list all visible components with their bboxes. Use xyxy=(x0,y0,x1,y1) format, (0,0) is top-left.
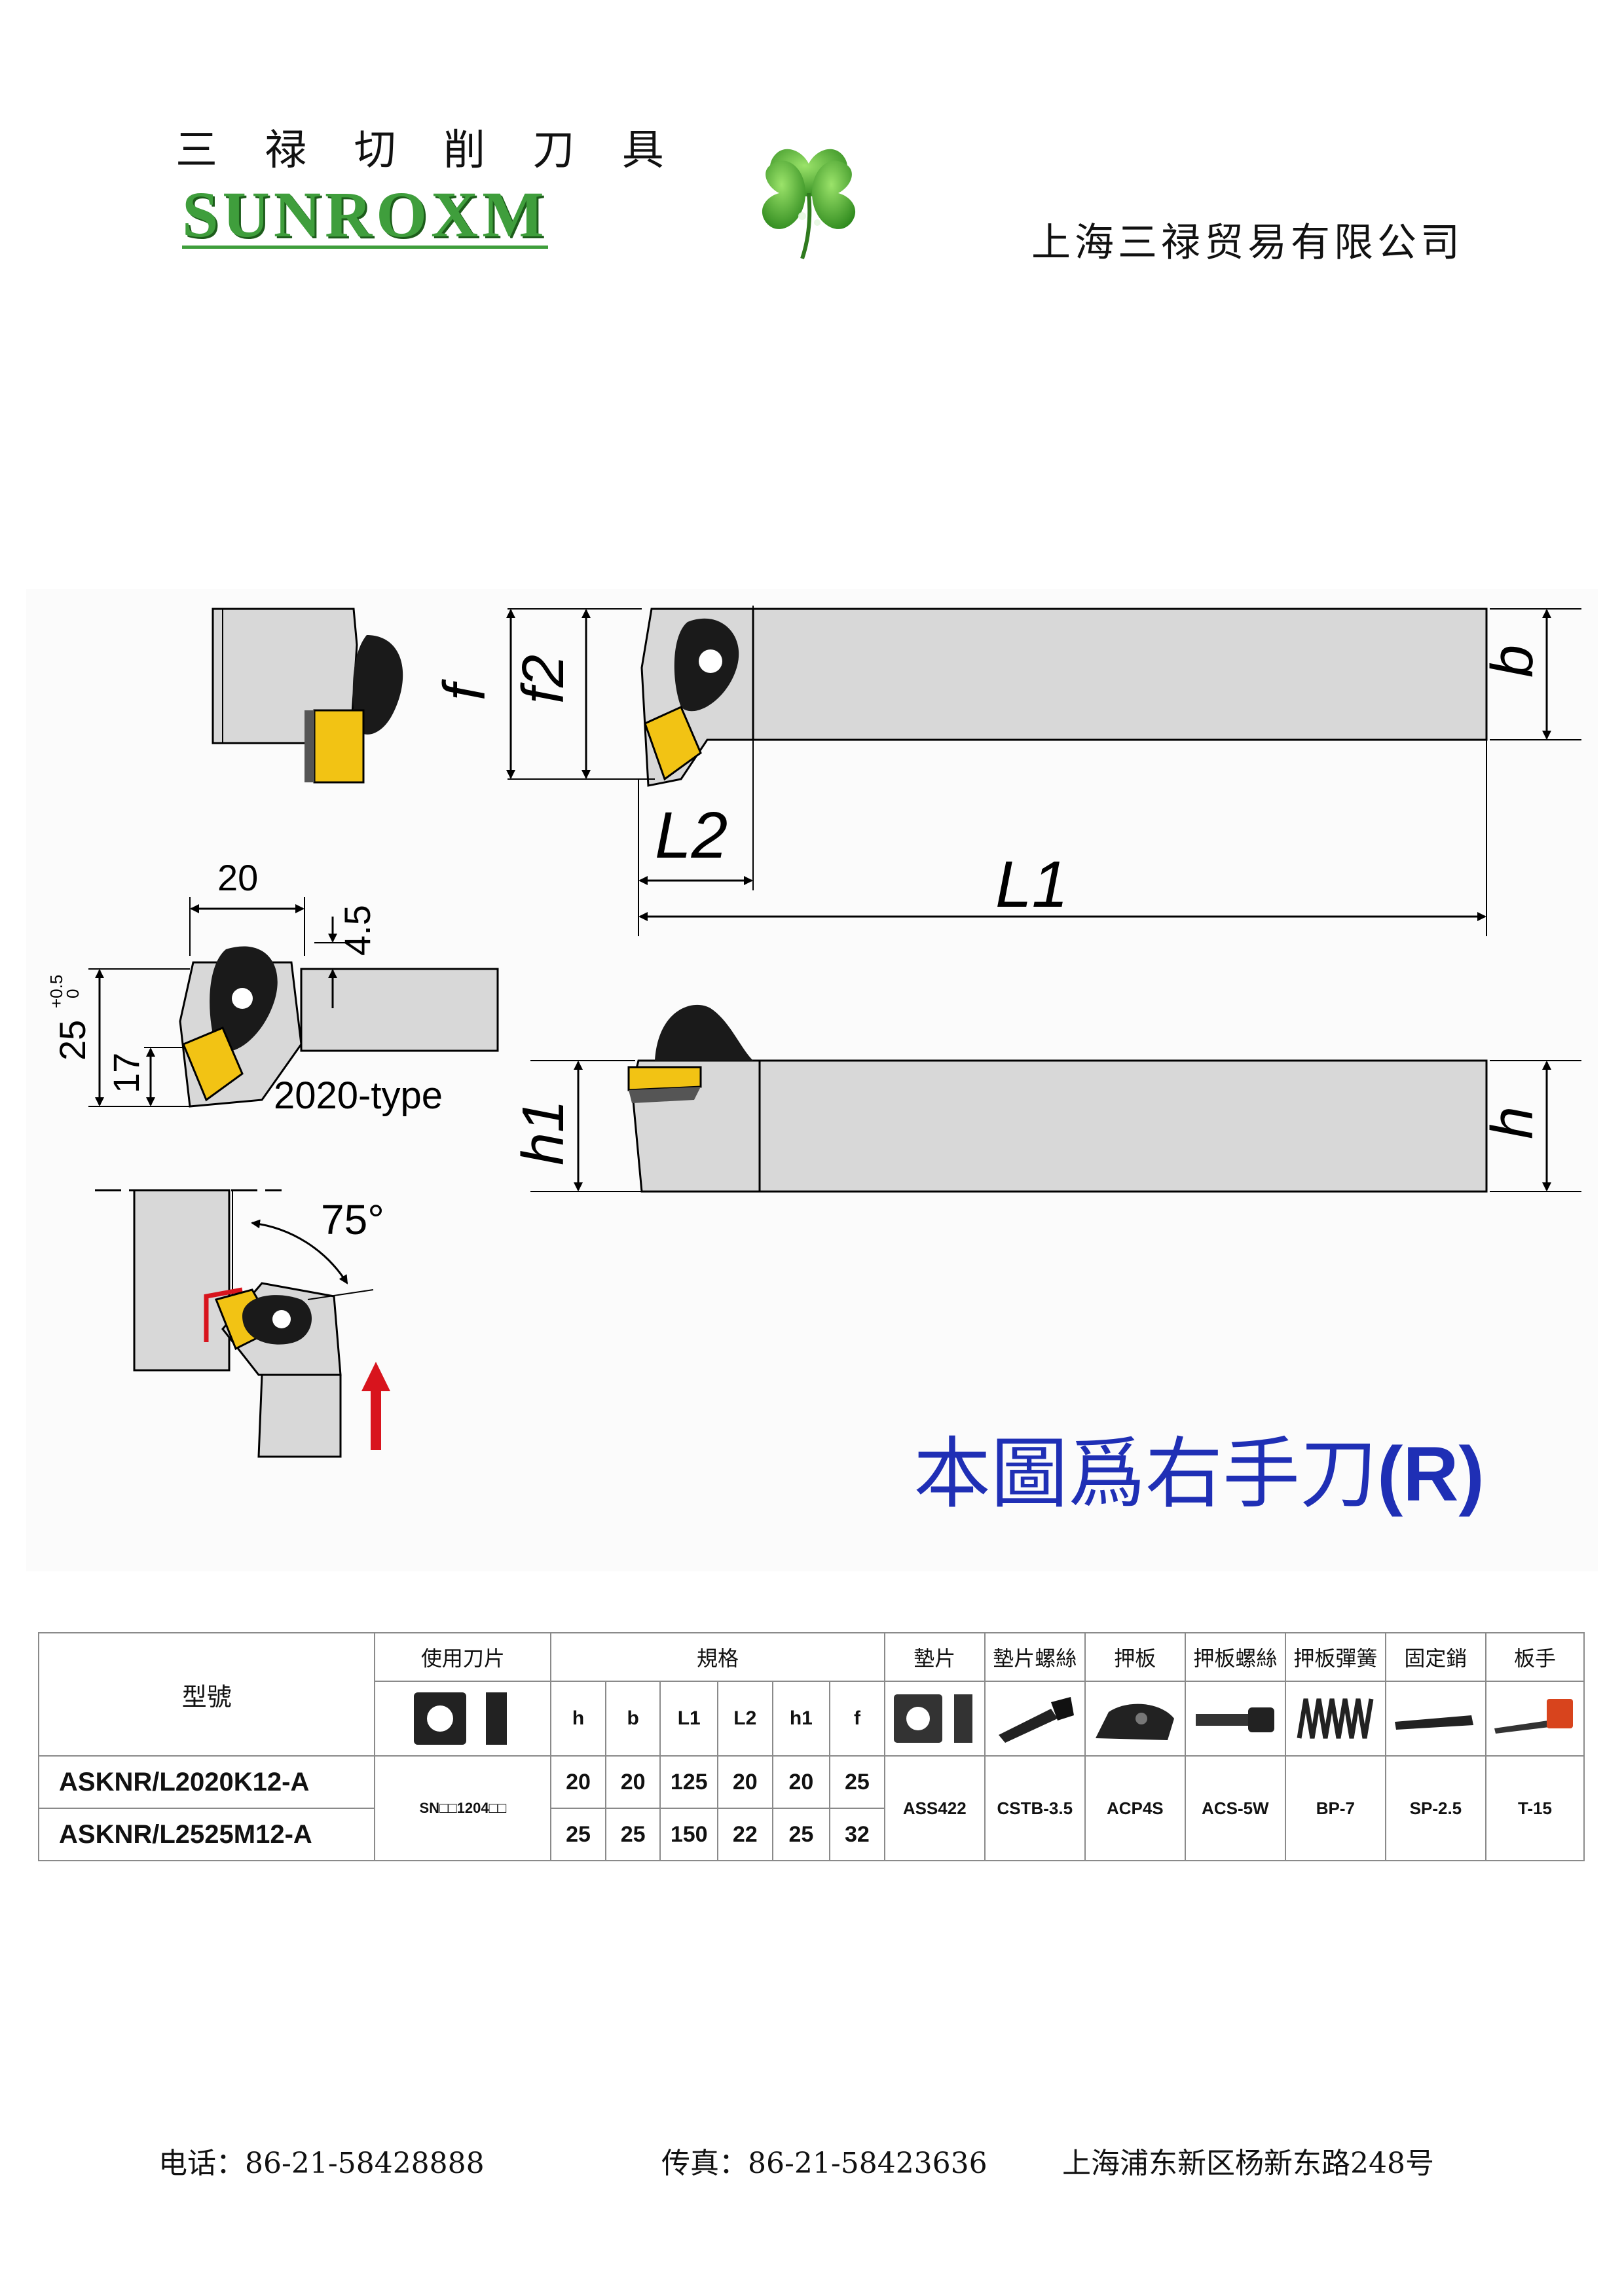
table-row: ASKNR/L2525M12-A 25 25 150 22 25 32 xyxy=(37,1808,1584,1861)
spec-header: 規格 xyxy=(550,1632,885,1682)
table-header-row: 型號 使用刀片 規格 墊片 墊片螺絲 押板 押板螺絲 押板彈簧 固定銷 板手 xyxy=(37,1632,1585,1757)
shim-icon xyxy=(894,1694,973,1743)
spec-cell: 150 xyxy=(659,1808,718,1861)
table-icon-row: h b L1 L2 h1 f xyxy=(39,1681,1585,1757)
right-hand-note: 本圖爲右手刀(R) xyxy=(913,1411,1485,1523)
part-header-shim: 墊片 xyxy=(883,1632,986,1682)
clamp-screw-icon xyxy=(1196,1707,1275,1732)
note-code: (R) xyxy=(1377,1431,1485,1518)
dim-25: 25 xyxy=(52,1020,93,1061)
tol-lower: 0 xyxy=(63,989,83,998)
spec-cell: 25 xyxy=(829,1755,885,1809)
part-header-clamp: 押板 xyxy=(1084,1632,1186,1682)
spec-cell: 22 xyxy=(717,1808,773,1861)
pin-image xyxy=(1384,1681,1486,1757)
label-l1: L1 xyxy=(995,848,1068,921)
note-text: 本圖爲右手刀 xyxy=(913,1429,1378,1519)
part-cell-pin: SP-2.5 xyxy=(1384,1755,1486,1861)
footer-address: 上海浦东新区杨新东路248号 xyxy=(1062,2147,1434,2180)
spring-image xyxy=(1284,1681,1386,1757)
drawing-canvas: f f2 b L2 L1 20 4.5 25 xyxy=(26,589,1598,1571)
spec-table: 型號 使用刀片 規格 墊片 墊片螺絲 押板 押板螺絲 押板彈簧 固定銷 板手 h… xyxy=(37,1632,1585,1861)
main-top-view: f f2 b L2 L1 xyxy=(432,606,1581,936)
model-cell: ASKNR/L2525M12-A xyxy=(37,1808,376,1861)
part-header-wrench: 板手 xyxy=(1485,1632,1585,1682)
detail-2020-type: 20 4.5 25 +0.5 0 17 2020-type xyxy=(46,857,499,1117)
spec-col-b: b xyxy=(604,1681,661,1757)
spring-icon xyxy=(1297,1698,1374,1739)
label-2020-type: 2020-type xyxy=(274,1074,443,1117)
footer-phone: 电话：86-21-58428888 xyxy=(158,2147,485,2180)
dim-20: 20 xyxy=(217,857,258,898)
part-cell-spring: BP-7 xyxy=(1284,1755,1386,1861)
part-cell-shim-screw: CSTB-3.5 xyxy=(984,1755,1086,1861)
insert-cell: SN□□1204□□ xyxy=(374,1755,552,1861)
spec-cell: 20 xyxy=(717,1755,773,1809)
label-h1: h1 xyxy=(511,1100,576,1165)
brand-chinese-name: 三 禄 切 削 刀 具 xyxy=(175,126,681,175)
spec-col-h1: h1 xyxy=(771,1681,831,1757)
part-cell-clamp: ACP4S xyxy=(1084,1755,1186,1861)
spec-cell: 20 xyxy=(550,1755,606,1809)
pin-icon xyxy=(1395,1715,1474,1730)
spec-col-h: h xyxy=(550,1681,606,1757)
spec-col-f: f xyxy=(829,1681,885,1757)
insert-image xyxy=(374,1681,552,1757)
dim-4-5: 4.5 xyxy=(337,905,378,956)
angle-75: 75° xyxy=(321,1196,384,1243)
clamp-icon xyxy=(1096,1704,1175,1740)
clamp-image xyxy=(1084,1681,1186,1757)
spec-col-l2: L2 xyxy=(717,1681,773,1757)
part-cell-shim: ASS422 xyxy=(883,1755,986,1861)
tol-upper: +0.5 xyxy=(46,975,66,1008)
wrench-icon xyxy=(1494,1699,1573,1734)
model-cell: ASKNR/L2020K12-A xyxy=(37,1755,376,1809)
part-header-pin: 固定銷 xyxy=(1384,1632,1486,1682)
side-view: h1 h xyxy=(511,1004,1581,1193)
spec-cell: 25 xyxy=(771,1808,831,1861)
shim-screw-icon xyxy=(999,1697,1075,1743)
part-header-clamp-screw: 押板螺絲 xyxy=(1184,1632,1286,1682)
part-cell-wrench: T-15 xyxy=(1485,1755,1585,1861)
clover-logo-icon xyxy=(762,149,856,259)
label-l2: L2 xyxy=(655,799,728,872)
table-row: ASKNR/L2020K12-A SN□□1204□□ 20 20 125 20… xyxy=(37,1755,1585,1861)
spec-cell: 20 xyxy=(771,1755,831,1809)
spec-cell: 25 xyxy=(604,1808,661,1861)
dim-17: 17 xyxy=(105,1053,147,1093)
spec-cell: 125 xyxy=(659,1755,718,1809)
shim-image xyxy=(883,1681,986,1757)
clamp-screw-image xyxy=(1184,1681,1286,1757)
top-left-view xyxy=(212,608,403,784)
part-cell-clamp-screw: ACS-5W xyxy=(1184,1755,1286,1861)
label-b: b xyxy=(1480,645,1545,678)
wrench-image xyxy=(1485,1681,1585,1757)
label-f2: f2 xyxy=(511,655,576,704)
label-h: h xyxy=(1480,1106,1545,1139)
company-name: 上海三禄贸易有限公司 xyxy=(1031,220,1464,266)
approach-angle-view: 75° xyxy=(95,1189,390,1458)
footer-fax: 传真：86-21-58423636 xyxy=(661,2147,987,2180)
insert-icon xyxy=(413,1692,507,1745)
technical-drawing: f f2 b L2 L1 20 4.5 25 xyxy=(26,589,1598,1571)
part-header-spring: 押板彈簧 xyxy=(1284,1632,1386,1682)
spec-col-l1: L1 xyxy=(659,1681,718,1757)
spec-cell: 25 xyxy=(550,1808,606,1861)
spec-cell: 20 xyxy=(604,1755,661,1809)
spec-cell: 32 xyxy=(829,1808,885,1861)
brand-logo-text: SUNROXM xyxy=(182,178,548,251)
shim-screw-image xyxy=(984,1681,1086,1757)
part-header-shim-screw: 墊片螺絲 xyxy=(984,1632,1086,1682)
model-header: 型號 xyxy=(37,1632,376,1757)
insert-header: 使用刀片 xyxy=(374,1632,552,1682)
